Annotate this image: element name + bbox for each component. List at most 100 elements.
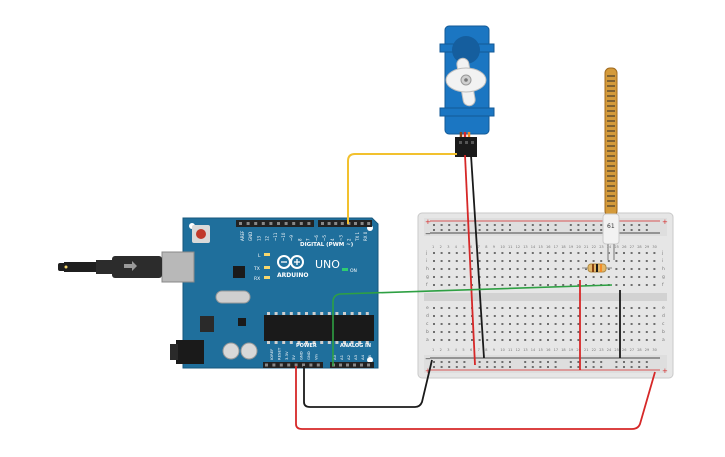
wire-red-5v[interactable]	[295, 366, 656, 430]
analog-pin-label: A5	[367, 354, 372, 360]
analog-pin-label: A3	[353, 354, 358, 360]
column-number-bottom: 21	[584, 348, 588, 352]
column-number-top: 3	[447, 245, 449, 249]
resistor[interactable]	[582, 263, 612, 273]
column-number-top: 5	[462, 245, 464, 249]
column-number-bottom: 17	[554, 348, 558, 352]
column-number-top: 7	[478, 245, 480, 249]
row-letter: d	[426, 313, 429, 319]
column-number-top: 30	[652, 245, 656, 249]
column-number-bottom: 23	[599, 348, 603, 352]
row-letter: f	[426, 282, 428, 288]
column-number-bottom: 15	[538, 348, 542, 352]
wire-yellow-signal[interactable]	[347, 153, 457, 224]
breadboard[interactable]: 1122334455667788991010111112121313141415…	[417, 212, 674, 379]
infinity-logo-icon	[277, 255, 304, 269]
wire-red-servo[interactable]	[464, 154, 476, 366]
breadboard-row-letters: 1122334455667788991010111112121313141415…	[425, 245, 665, 352]
power-pin-label: GND	[306, 351, 311, 360]
row-letter: j	[661, 250, 663, 256]
digital-pin-label: RX 0	[363, 231, 368, 241]
digital-label: DIGITAL (PWM ~)	[300, 242, 354, 248]
digital-pin-label: 13	[256, 235, 261, 241]
column-number-bottom: 4	[455, 348, 458, 352]
power-header[interactable]	[263, 362, 323, 368]
analog-pin-label: A2	[346, 354, 351, 360]
row-letter: h	[426, 266, 429, 272]
led-l-label: L	[258, 253, 261, 259]
capacitor-1	[222, 342, 240, 360]
rail-plus-top-right: +	[662, 218, 668, 226]
column-number-top: 18	[561, 245, 565, 249]
column-number-bottom: 3	[447, 348, 449, 352]
power-label: POWER	[296, 343, 317, 349]
wires	[295, 153, 656, 430]
column-number-top: 6	[470, 245, 472, 249]
column-number-bottom: 8	[485, 348, 487, 352]
column-number-top: 9	[493, 245, 495, 249]
column-number-top: 29	[645, 245, 649, 249]
column-number-bottom: 10	[500, 348, 504, 352]
row-letter: g	[426, 275, 429, 280]
power-pin-label: 3.3V	[284, 351, 289, 360]
column-number-bottom: 24	[607, 348, 612, 352]
rail-minus-bottom: −	[425, 355, 431, 363]
wire-black-servo[interactable]	[470, 154, 485, 359]
usb-plug-icon[interactable]	[58, 251, 195, 283]
digital-header-left[interactable]	[236, 220, 314, 227]
row-letter: e	[662, 306, 665, 311]
power-pin-label: 5V	[291, 355, 296, 360]
column-number-bottom: 19	[569, 348, 573, 352]
column-number-bottom: 16	[546, 348, 550, 352]
row-letter: b	[662, 329, 665, 335]
digital-pin-label: AREF	[240, 230, 245, 241]
column-number-top: 11	[508, 245, 512, 249]
column-number-top: 13	[523, 245, 527, 249]
capacitor-2	[240, 342, 258, 360]
column-number-bottom: 27	[630, 348, 634, 352]
servo-motor[interactable]	[439, 25, 495, 135]
analog-pin-label: A0	[332, 354, 337, 360]
dc-power-jack-icon[interactable]	[170, 340, 204, 364]
row-letter: b	[426, 329, 429, 335]
column-number-bottom: 13	[523, 348, 527, 352]
row-letter: i	[426, 258, 427, 264]
led-on-label: ON	[350, 268, 357, 274]
rail-plus-bottom-right: +	[662, 367, 668, 375]
column-number-top: 14	[531, 245, 536, 249]
row-letter: h	[662, 266, 665, 272]
power-pin-label: GND	[299, 351, 304, 360]
servo-connector[interactable]	[455, 137, 477, 157]
voltage-regulator	[200, 316, 214, 332]
column-number-top: 27	[630, 245, 634, 249]
row-letter: c	[662, 322, 665, 327]
analog-header[interactable]	[330, 362, 374, 368]
crystal	[215, 290, 251, 304]
column-number-top: 15	[538, 245, 542, 249]
led-rx-label: RX	[254, 276, 260, 282]
column-number-top: 16	[546, 245, 550, 249]
row-letter: e	[426, 306, 429, 311]
column-number-top: 4	[455, 245, 458, 249]
wire-green-analog[interactable]	[332, 284, 613, 366]
digital-pin-label: 12	[265, 235, 270, 241]
digital-pin-label: ~3	[338, 235, 343, 241]
flex-sensor[interactable]: 61	[602, 67, 620, 260]
column-number-top: 2	[440, 245, 442, 249]
small-chip	[238, 318, 246, 326]
column-number-bottom: 6	[470, 348, 472, 352]
arduino-model: UNO	[315, 258, 340, 271]
column-number-bottom: 14	[531, 348, 536, 352]
column-number-bottom: 28	[637, 348, 641, 352]
digital-header-right[interactable]	[318, 220, 372, 227]
row-letter: a	[426, 338, 429, 343]
analog-label: ANALOG IN	[340, 343, 371, 349]
breadboard-holes[interactable]	[433, 224, 656, 368]
column-number-top: 1	[432, 245, 434, 249]
row-letter: d	[662, 313, 665, 319]
column-number-top: 21	[584, 245, 588, 249]
wire-black-gnd[interactable]	[303, 359, 433, 408]
digital-pin-label: TX 1	[355, 232, 360, 242]
column-number-top: 28	[637, 245, 641, 249]
power-pin-label: Vin	[313, 353, 318, 360]
